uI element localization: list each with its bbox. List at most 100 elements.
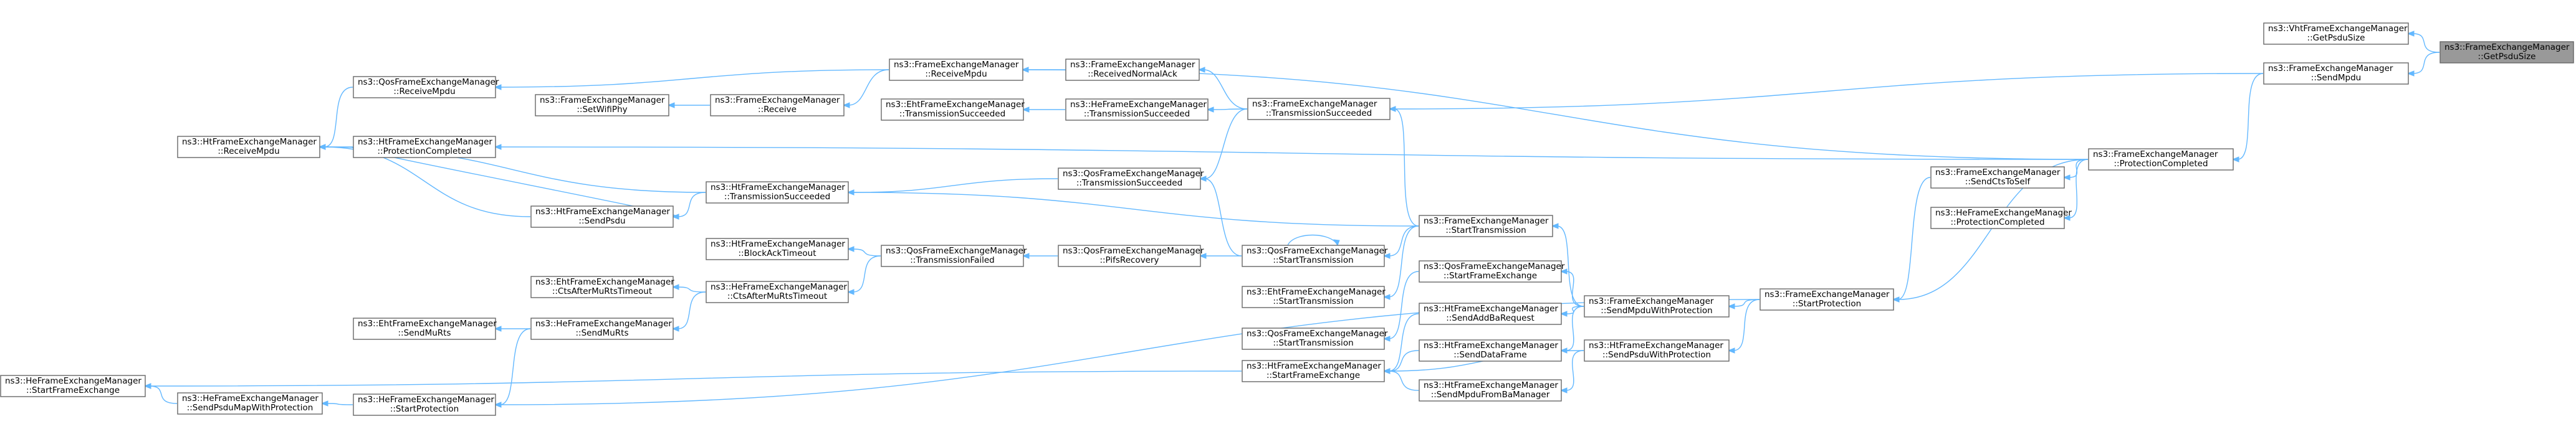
node-ht_sendpsdu[interactable]: ns3::HtFrameExchangeManager::SendPsdu (530, 205, 674, 228)
node-he_sendpsdumapwithprotection[interactable]: ns3::HeFrameExchangeManager::SendPsduMap… (177, 392, 323, 415)
arrowhead-qos_pifsrecovery-to-qos_transmissionfailed (1022, 253, 1030, 259)
node-box (1930, 207, 2065, 229)
node-he_sendmurts[interactable]: ns3::HeFrameExchangeManager::SendMuRts (530, 318, 674, 340)
node-method-label: ::StartProtection (1793, 299, 1861, 309)
node-method-label: ::TransmissionSucceeded (724, 192, 830, 202)
node-eht_ctsaftermurtstimeout[interactable]: ns3::EhtFrameExchangeManager::CtsAfterMu… (530, 276, 674, 298)
nodes-layer: ns3::FrameExchangeManager::GetPsduSizens… (0, 22, 2574, 416)
node-class-label: ns3::FrameExchangeManager (1764, 290, 1890, 299)
arrowhead-transmissionsucceeded-to-he_transmissionsucceeded (1206, 106, 1214, 113)
edge-qos_receivempdu-to-ht_receivempdu (323, 87, 353, 148)
node-he_protectioncompleted[interactable]: ns3::HeFrameExchangeManager::ProtectionC… (1930, 207, 2072, 229)
node-box (530, 276, 674, 298)
edge-sendmpduwithprotection-to-starttransmission (1556, 225, 1584, 307)
node-box (535, 94, 669, 116)
edge-ht_sendaddbarequest-to-ht_startframeexchange (1388, 313, 1419, 372)
node-he_transmissionsucceeded[interactable]: ns3::HeFrameExchangeManager::Transmissio… (1065, 98, 1209, 121)
edge-sendmpdu-to-protectioncompleted (2237, 73, 2264, 160)
node-class-label: ns3::FrameExchangeManager (1252, 99, 1377, 109)
node-qos2_starttransmission[interactable]: ns3::QosFrameExchangeManager::StartTrans… (1242, 328, 1388, 350)
arrowhead-he_sendpsdumapwithprotection-to-he_startframeexchange (143, 383, 151, 389)
node-qos_transmissionsucceeded[interactable]: ns3::QosFrameExchangeManager::Transmissi… (1058, 167, 1204, 190)
node-class-label: ns3::HtFrameExchangeManager (1424, 380, 1558, 390)
node-box (1242, 360, 1385, 382)
node-class-label: ns3::HeFrameExchangeManager (1070, 100, 1207, 110)
node-ht_transmissionsucceeded[interactable]: ns3::HtFrameExchangeManager::Transmissio… (706, 181, 849, 204)
node-eht_transmissionsucceeded[interactable]: ns3::EhtFrameExchangeManager::Transmissi… (881, 98, 1025, 121)
node-box (177, 392, 323, 415)
node-sendctstoself[interactable]: ns3::FrameExchangeManager::SendCtsToSelf (1930, 166, 2065, 189)
node-method-label: ::SendDataFrame (1453, 350, 1526, 360)
node-qos_pifsrecovery[interactable]: ns3::QosFrameExchangeManager::PifsRecove… (1058, 245, 1204, 267)
node-method-label: ::StartFrameExchange (1266, 370, 1360, 380)
node-receivednormalack[interactable]: ns3::FrameExchangeManager::ReceivedNorma… (1065, 59, 1200, 81)
node-sendmpduwithprotection[interactable]: ns3::FrameExchangeManager::SendMpduWithP… (1584, 295, 1730, 318)
node-box (1247, 98, 1391, 120)
node-qos_receivempdu[interactable]: ns3::QosFrameExchangeManager::ReceiveMpd… (353, 76, 499, 98)
node-box (1065, 59, 1200, 81)
node-box (1242, 245, 1385, 267)
node-eht_starttransmission[interactable]: ns3::EhtFrameExchangeManager::StartTrans… (1242, 286, 1386, 308)
node-eht_sendmurts[interactable]: ns3::EhtFrameExchangeManager::SendMuRts (353, 318, 497, 340)
node-vht_getpsdusize[interactable]: ns3::VhtFrameExchangeManager::GetPsduSiz… (2263, 22, 2409, 45)
node-box (1242, 328, 1385, 350)
node-ht_startframeexchange[interactable]: ns3::HtFrameExchangeManager::StartFrameE… (1242, 360, 1385, 382)
node-box (2263, 62, 2409, 85)
edge-he_sendpsdumapwithprotection-to-he_startframeexchange (149, 385, 178, 404)
edge-he_ctsaftermurtstimeout-to-eht_ctsaftermurtstimeout (677, 286, 706, 293)
node-qos_startframeexchange[interactable]: ns3::QosFrameExchangeManager::StartFrame… (1419, 260, 1565, 283)
node-box (353, 318, 496, 340)
node-box (353, 76, 496, 98)
edge-sendmpduwithprotection-to-qos_startframeexchange (1565, 271, 1584, 307)
node-box (881, 98, 1024, 121)
node-he_startprotection[interactable]: ns3::HeFrameExchangeManager::StartProtec… (353, 394, 496, 416)
node-class-label: ns3::HeFrameExchangeManager (358, 395, 494, 405)
node-receivempdu[interactable]: ns3::FrameExchangeManager::ReceiveMpdu (889, 59, 1023, 81)
node-he_ctsaftermurtstimeout[interactable]: ns3::HeFrameExchangeManager::CtsAfterMuR… (706, 281, 849, 303)
edge-qos_transmissionfailed-to-he_ctsaftermurtstimeout (852, 255, 881, 293)
node-class-label: ns3::HtFrameExchangeManager (358, 137, 492, 147)
arrowhead-ht_sendpsduwithprotection-to-ht_sendmpdufromba (1559, 387, 1568, 394)
node-method-label: ::ProtectionCompleted (2114, 159, 2208, 169)
node-box (0, 375, 146, 397)
node-setwifiphy[interactable]: ns3::FrameExchangeManager::SetWifiPhy (535, 94, 669, 116)
node-class-label: ns3::HtFrameExchangeManager (1589, 341, 1723, 351)
node-startprotection[interactable]: ns3::FrameExchangeManager::StartProtecti… (1760, 288, 1894, 311)
node-ht_blockacktimeout[interactable]: ns3::HtFrameExchangeManager::BlockAckTim… (706, 238, 849, 260)
arrowhead-ht_sendpsdu-to-ht_receivempdu (318, 144, 326, 150)
node-method-label: ::SendPsdu (578, 216, 625, 226)
edge-starttransmission-to-eht_starttransmission (1388, 225, 1419, 298)
edges-layer (143, 31, 2440, 408)
node-he_startframeexchange[interactable]: ns3::HeFrameExchangeManager::StartFrameE… (0, 375, 146, 397)
node-ht_sendaddbarequest[interactable]: ns3::HtFrameExchangeManager::SendAddBaRe… (1419, 303, 1562, 325)
node-ht_senddataframe[interactable]: ns3::HtFrameExchangeManager::SendDataFra… (1419, 339, 1562, 362)
node-method-label: ::ReceiveMpdu (218, 146, 279, 156)
node-method-label: ::SendPsduMapWithProtection (187, 403, 314, 413)
node-qos_starttransmission[interactable]: ns3::QosFrameExchangeManager::StartTrans… (1242, 245, 1388, 267)
node-protectioncompleted[interactable]: ns3::FrameExchangeManager::ProtectionCom… (2088, 148, 2234, 171)
node-transmissionsucceeded[interactable]: ns3::FrameExchangeManager::TransmissionS… (1247, 98, 1391, 120)
node-class-label: ns3::HtFrameExchangeManager (1424, 341, 1558, 351)
node-method-label: ::CtsAfterMuRtsTimeout (727, 291, 827, 301)
node-receive[interactable]: ns3::FrameExchangeManager::Receive (710, 94, 845, 116)
arrowhead-qos_transmissionsucceeded-to-ht_transmissionsucceeded (846, 189, 855, 196)
edge-ht_sendmpdufromba-to-ht_startframeexchange (1388, 370, 1419, 391)
node-box (1419, 303, 1562, 325)
node-ht_protectioncompleted[interactable]: ns3::HtFrameExchangeManager::ProtectionC… (353, 136, 496, 158)
node-class-label: ns3::EhtFrameExchangeManager (535, 277, 674, 287)
node-ht_receivempdu[interactable]: ns3::HtFrameExchangeManager::ReceiveMpdu (177, 136, 320, 158)
node-getpsdusize[interactable]: ns3::FrameExchangeManager::GetPsduSize (2440, 41, 2574, 64)
node-box (1242, 286, 1385, 308)
node-method-label: ::ReceivedNormalAck (1088, 69, 1177, 79)
node-starttransmission[interactable]: ns3::FrameExchangeManager::StartTransmis… (1419, 215, 1553, 237)
edge-transmissionsucceeded-to-qos_transmissionsucceeded (1204, 108, 1248, 179)
node-ht_sendmpdufromba[interactable]: ns3::HtFrameExchangeManager::SendMpduFro… (1419, 379, 1562, 402)
node-qos_transmissionfailed[interactable]: ns3::QosFrameExchangeManager::Transmissi… (881, 245, 1027, 267)
node-class-label: ns3::QosFrameExchangeManager (886, 246, 1027, 256)
arrowhead-qos_startframeexchange-to-qos2_starttransmission (1382, 336, 1391, 342)
node-sendmpdu[interactable]: ns3::FrameExchangeManager::SendMpdu (2263, 62, 2409, 85)
node-method-label: ::TransmissionFailed (910, 255, 994, 265)
node-ht_sendpsduwithprotection[interactable]: ns3::HtFrameExchangeManager::SendPsduWit… (1584, 339, 1730, 362)
node-class-label: ns3::QosFrameExchangeManager (358, 77, 499, 87)
